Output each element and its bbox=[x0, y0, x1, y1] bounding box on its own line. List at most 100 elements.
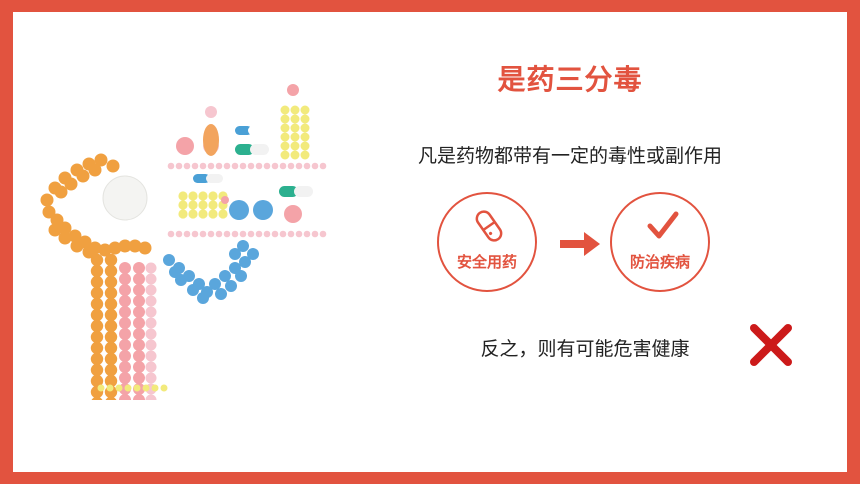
pill-dot bbox=[188, 200, 198, 210]
pill-dot bbox=[199, 162, 207, 170]
pill-dot bbox=[133, 317, 145, 329]
pill-dot bbox=[209, 278, 221, 290]
pill-dot bbox=[90, 341, 104, 355]
pill-dot bbox=[300, 105, 310, 115]
pill-dot bbox=[88, 163, 102, 177]
pill-dot bbox=[215, 288, 227, 300]
pill-dot bbox=[175, 230, 183, 238]
pill-dot bbox=[300, 123, 310, 133]
pill-dot bbox=[235, 270, 247, 282]
subtitle-text: 凡是药物都带有一定的毒性或副作用 bbox=[417, 145, 722, 167]
pill-person-illustration bbox=[40, 84, 327, 400]
pill-dot bbox=[90, 363, 104, 377]
pill-dot bbox=[255, 230, 263, 238]
pill-dot bbox=[223, 162, 231, 170]
pill-dot bbox=[290, 132, 300, 142]
pill-dot bbox=[90, 264, 104, 278]
pill-dot bbox=[145, 306, 157, 318]
pill-dot bbox=[287, 162, 295, 170]
disease-prevention-circle: 防治疾病 bbox=[610, 192, 710, 292]
pill-dot bbox=[104, 297, 118, 311]
pill-dot bbox=[97, 384, 105, 392]
pill-dot bbox=[133, 284, 145, 296]
pill-dot bbox=[207, 230, 215, 238]
pill-dot bbox=[229, 200, 249, 220]
pill-dot bbox=[133, 328, 145, 340]
pill-dot bbox=[319, 230, 327, 238]
checkmark-icon bbox=[647, 211, 679, 239]
disease-prevention-label: 防治疾病 bbox=[629, 253, 690, 271]
pill-dot bbox=[295, 230, 303, 238]
pill-dot bbox=[290, 123, 300, 133]
pill-dot bbox=[169, 266, 181, 278]
pill-dot bbox=[145, 317, 157, 329]
pill-dot bbox=[183, 162, 191, 170]
pill-dot bbox=[231, 230, 239, 238]
pill-dot bbox=[279, 230, 287, 238]
pill-dot bbox=[300, 141, 310, 151]
pill-dot bbox=[255, 162, 263, 170]
capsule-pill bbox=[193, 174, 223, 183]
pill-dot bbox=[198, 209, 208, 219]
pill-dot bbox=[287, 84, 299, 96]
pill-dot bbox=[58, 221, 72, 235]
pill-dot bbox=[119, 339, 131, 351]
safe-medication-circle: 安全用药 bbox=[437, 192, 537, 292]
safe-medication-label: 安全用药 bbox=[456, 253, 517, 271]
pill-dot bbox=[145, 295, 157, 307]
pill-dot bbox=[279, 162, 287, 170]
pill-dot bbox=[40, 193, 54, 207]
pill-dot bbox=[300, 150, 310, 160]
pill-dot bbox=[104, 363, 118, 377]
pill-dot bbox=[280, 123, 290, 133]
pill-dot bbox=[48, 223, 62, 237]
pill-dot bbox=[295, 162, 303, 170]
pill-dot bbox=[208, 200, 218, 210]
pill-dot bbox=[133, 295, 145, 307]
arrow-right-icon bbox=[560, 232, 600, 256]
pill-dot bbox=[311, 230, 319, 238]
pill-dot bbox=[167, 162, 175, 170]
pill-dot bbox=[145, 328, 157, 340]
pill-dot bbox=[303, 230, 311, 238]
pill-dot bbox=[191, 162, 199, 170]
pill-dot bbox=[215, 230, 223, 238]
pill-dot bbox=[187, 284, 199, 296]
warning-text: 反之，则有可能危害健康 bbox=[480, 338, 690, 360]
pill-dot bbox=[119, 295, 131, 307]
pill-dot bbox=[160, 384, 168, 392]
pill-dot bbox=[290, 150, 300, 160]
pill-dot bbox=[119, 372, 131, 384]
pill-dot bbox=[300, 132, 310, 142]
pill-dot bbox=[68, 229, 82, 243]
pill-dot bbox=[239, 162, 247, 170]
white-tablet-head bbox=[102, 175, 148, 221]
pill-dot bbox=[82, 245, 96, 259]
pill-dot bbox=[90, 253, 104, 267]
pill-dot bbox=[104, 253, 118, 267]
pill-dot bbox=[197, 292, 209, 304]
pill-dot bbox=[104, 264, 118, 278]
pill-dot bbox=[223, 230, 231, 238]
pill-dot bbox=[290, 141, 300, 151]
pill-dot bbox=[98, 243, 112, 257]
pill-dot bbox=[280, 132, 290, 142]
pill-dot bbox=[239, 230, 247, 238]
pill-dot bbox=[176, 137, 194, 155]
pill-dot bbox=[208, 191, 218, 201]
pill-dot bbox=[280, 114, 290, 124]
pill-dot bbox=[311, 162, 319, 170]
pill-dot bbox=[105, 396, 117, 400]
pill-dot bbox=[175, 162, 183, 170]
pill-dot bbox=[142, 384, 150, 392]
capsule-icon bbox=[475, 210, 503, 242]
pill-dot bbox=[167, 230, 175, 238]
pill-dot bbox=[188, 191, 198, 201]
pill-dot bbox=[104, 341, 118, 355]
pill-dot bbox=[104, 275, 118, 289]
pill-dot bbox=[221, 196, 229, 204]
capsule-pill bbox=[235, 126, 265, 135]
pill-dot bbox=[138, 241, 152, 255]
pill-dot bbox=[119, 328, 131, 340]
pill-dot bbox=[145, 350, 157, 362]
